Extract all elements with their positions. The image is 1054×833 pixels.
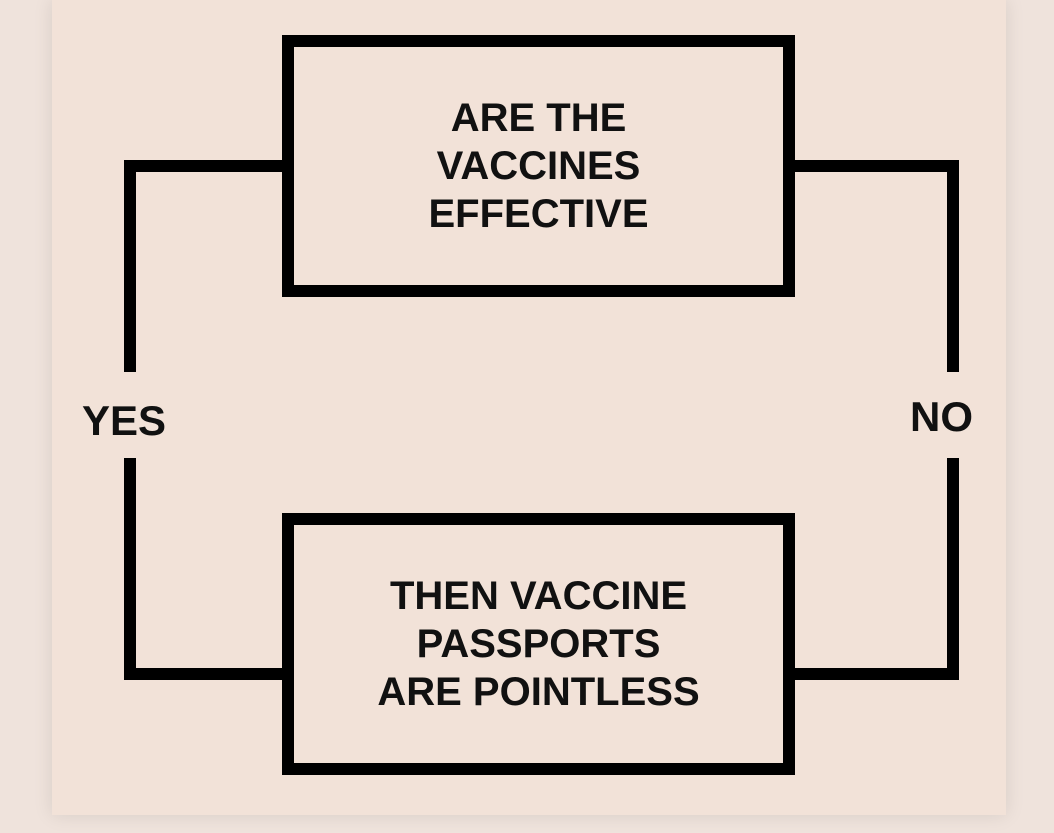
question-box: ARE THE VACCINES EFFECTIVE — [282, 35, 795, 297]
no-label: NO — [910, 393, 973, 440]
no-connector-top-horizontal — [789, 160, 959, 172]
question-line-1: ARE THE — [450, 96, 627, 140]
conclusion-line-2: PASSPORTS — [416, 622, 661, 666]
yes-connector-lower-vertical — [124, 458, 136, 680]
yes-connector-top-horizontal — [124, 160, 288, 172]
question-line-3: EFFECTIVE — [428, 192, 649, 236]
no-connector-lower-vertical — [947, 458, 959, 680]
no-connector-upper-vertical — [947, 160, 959, 372]
no-connector-bottom-horizontal — [789, 668, 959, 680]
conclusion-text: THEN VACCINE PASSPORTS ARE POINTLESS — [294, 572, 783, 716]
conclusion-line-3: ARE POINTLESS — [377, 670, 700, 714]
yes-connector-bottom-horizontal — [124, 668, 288, 680]
conclusion-line-1: THEN VACCINE — [389, 574, 688, 618]
question-text: ARE THE VACCINES EFFECTIVE — [294, 94, 783, 238]
question-line-2: VACCINES — [436, 144, 641, 188]
yes-label: YES — [82, 397, 167, 444]
yes-connector-upper-vertical — [124, 160, 136, 372]
conclusion-box: THEN VACCINE PASSPORTS ARE POINTLESS — [282, 513, 795, 775]
